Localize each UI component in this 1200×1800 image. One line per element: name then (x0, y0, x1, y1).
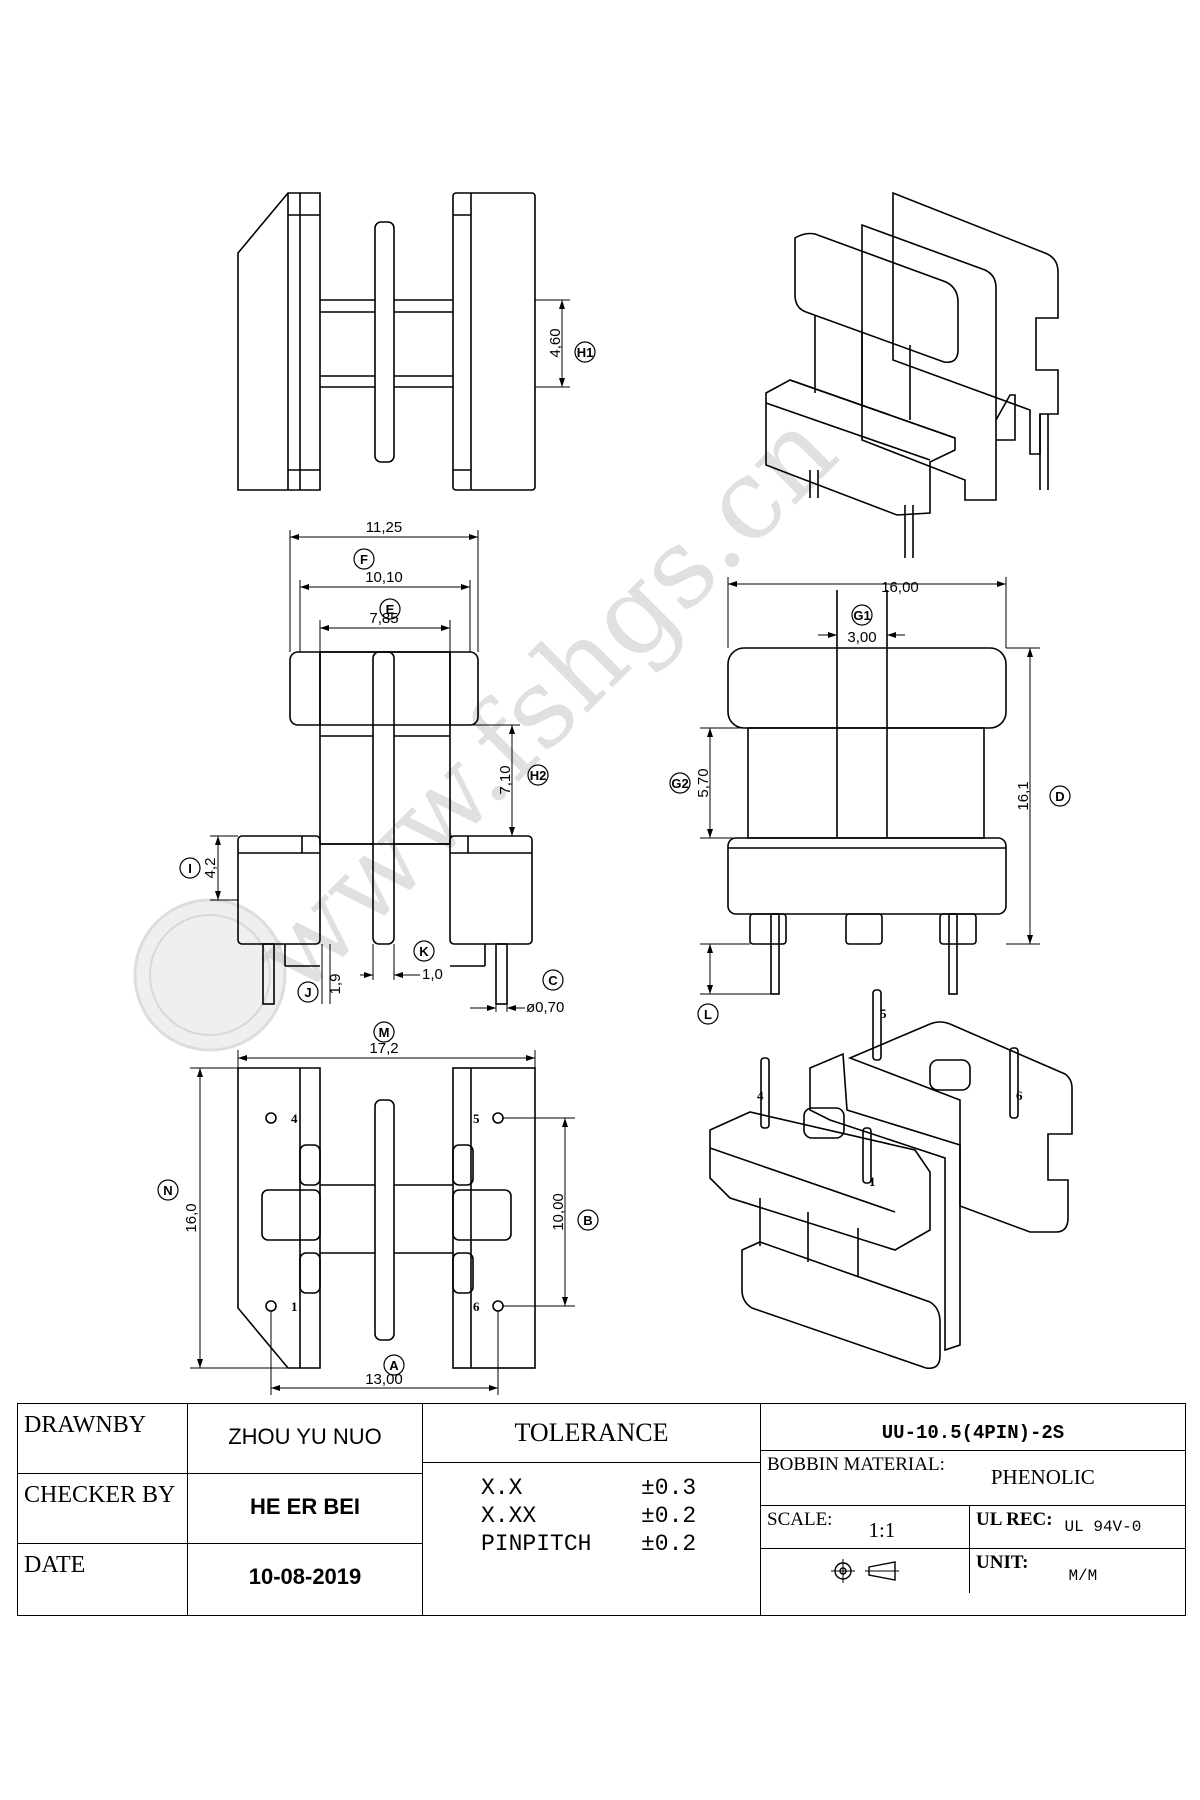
title-block: DRAWNBY ZHOU YU NUO TOLERANCE X.X ±0.3 X… (17, 1403, 1186, 1616)
dim-j-value: 1,9 (327, 974, 344, 995)
dim-e-label: E (386, 602, 395, 617)
date-value: 10-08-2019 (248, 1564, 362, 1589)
dim-h2-value: 7,10 (497, 765, 514, 794)
date-value-cell: 10-08-2019 (187, 1543, 423, 1616)
top-view: 4,60 H1 (237, 192, 596, 491)
drawn-by-value: ZHOU YU NUO (228, 1424, 382, 1449)
side-view: 16,00 G1 3,00 5,70 G2 16,1 D L (669, 577, 1071, 1025)
technical-drawing: www.fshgs.cn 4,60 H1 (133, 191, 1073, 1395)
watermark: www.fshgs.cn (133, 386, 861, 1052)
dim-h1-value: 4,60 (547, 328, 564, 357)
dim-g2-value: 5,70 (695, 768, 712, 797)
ul-rec-value: UL 94V-0 (1064, 1518, 1142, 1536)
tolerance-value: ±0.2 (641, 1531, 697, 1557)
checker-value: HE ER BEI (249, 1494, 361, 1519)
dim-i-value: 4,2 (202, 858, 219, 879)
unit-label: UNIT: (976, 1552, 1029, 1573)
dim-e-value: 10,10 (365, 569, 403, 586)
checker-label: CHECKER BY (24, 1482, 176, 1508)
third-angle-projection-icon (831, 1559, 899, 1583)
front-view: 11,25 F 10,10 E 7,85 7,10 H2 4,2 I 1,9 J… (179, 519, 564, 1016)
tolerance-value: ±0.2 (641, 1503, 697, 1529)
dim-k-label: K (419, 944, 429, 959)
iso-pin-label-4: 4 (757, 1088, 764, 1103)
bottom-view: 4 5 1 6 M 17,2 16,0 N 10,00 B A 13,00 (157, 1021, 599, 1395)
dim-h2-label: H2 (530, 768, 547, 783)
side-dim-width-value: 16,00 (881, 579, 919, 596)
dim-g2-label: G2 (671, 776, 688, 791)
tolerance-table: X.X ±0.3 X.XX ±0.2 PINPITCH ±0.2 (423, 1463, 760, 1557)
drawn-by-label-cell: DRAWNBY (17, 1403, 188, 1474)
scale-value: 1:1 (868, 1518, 896, 1542)
dim-a-label: A (389, 1358, 399, 1373)
tolerance-title: TOLERANCE (514, 1418, 669, 1447)
scale-label: SCALE: (767, 1509, 833, 1530)
dim-i-label: I (188, 861, 192, 876)
ul-rec-label: UL REC: (976, 1509, 1053, 1530)
watermark-text: www.fshgs.cn (228, 386, 861, 1019)
dim-n-label: N (163, 1183, 172, 1198)
isometric-view-top (765, 191, 1059, 558)
dim-d-label: D (1055, 789, 1064, 804)
iso-pin-label-1: 1 (869, 1174, 876, 1189)
checker-label-cell: CHECKER BY (17, 1473, 188, 1544)
isometric-view-bottom: 5 4 6 1 (709, 989, 1073, 1370)
dim-h1-label: H1 (577, 345, 594, 360)
dim-c-label: C (548, 973, 558, 988)
pin-label-1: 1 (291, 1299, 298, 1314)
bobbin-material-label: BOBBIN MATERIAL: (767, 1454, 945, 1475)
bobbin-material-value: PHENOLIC (990, 1465, 1095, 1489)
dim-f-value: 11,25 (366, 519, 402, 536)
drawn-by-label: DRAWNBY (24, 1412, 147, 1438)
tolerance-key: PINPITCH (481, 1531, 592, 1557)
tolerance-cell: TOLERANCE X.X ±0.3 X.XX ±0.2 PINPITCH ±0… (422, 1403, 761, 1616)
dim-k-value: 1,0 (422, 966, 443, 983)
dim-l-label: L (704, 1007, 712, 1022)
dim-g1-value: 3,00 (847, 629, 876, 646)
checker-value-cell: HE ER BEI (187, 1473, 423, 1544)
pin-label-4: 4 (291, 1111, 298, 1126)
part-info-cell: UU-10.5(4PIN)-2S BOBBIN MATERIAL: PHENOL… (760, 1403, 1186, 1616)
dim-b-label: B (583, 1213, 592, 1228)
dim-785-value: 7,85 (369, 610, 398, 627)
unit-value: M/M (1068, 1567, 1098, 1585)
dim-m-label: M (379, 1025, 390, 1040)
pin-label-5: 5 (473, 1111, 480, 1126)
iso-pin-label-6: 6 (1016, 1088, 1023, 1103)
part-number: UU-10.5(4PIN)-2S (881, 1422, 1065, 1444)
dim-j-label: J (304, 985, 311, 1000)
tolerance-value: ±0.3 (641, 1475, 697, 1501)
dim-c-value: ø0,70 (526, 999, 564, 1016)
dim-a-value: 13,00 (365, 1371, 403, 1388)
dim-b-value: 10,00 (550, 1193, 567, 1231)
dim-g1-label: G1 (853, 608, 870, 623)
iso-pin-label-5: 5 (880, 1006, 887, 1021)
pin-label-6: 6 (473, 1299, 480, 1314)
date-label-cell: DATE (17, 1543, 188, 1616)
tolerance-key: X.XX (481, 1503, 537, 1529)
projection-symbol (761, 1549, 970, 1593)
dim-n-value: 16,0 (183, 1203, 200, 1232)
dim-f-label: F (360, 552, 368, 567)
dim-m-value: 17,2 (369, 1040, 398, 1057)
drawn-by-value-cell: ZHOU YU NUO (187, 1403, 423, 1474)
date-label: DATE (24, 1552, 86, 1578)
tolerance-key: X.X (481, 1475, 523, 1501)
dim-d-value: 16,1 (1015, 781, 1032, 810)
